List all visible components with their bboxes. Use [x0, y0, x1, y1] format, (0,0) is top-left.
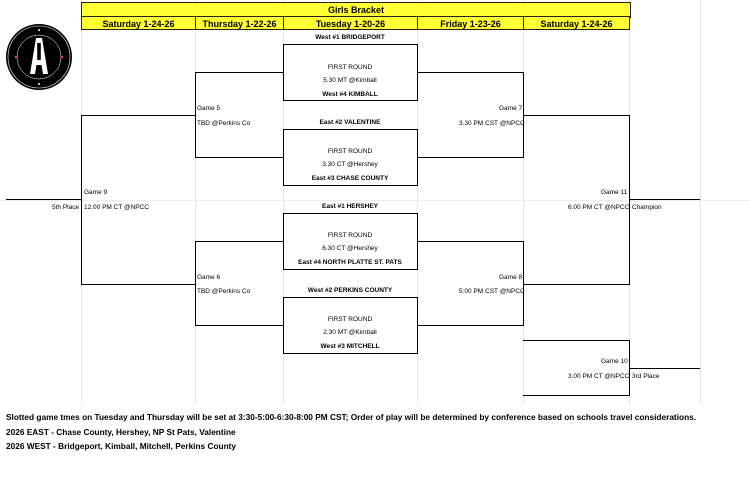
champion-label: Champion: [632, 204, 662, 211]
bracket-line: [283, 185, 417, 186]
team-east-2-valentine: East #2 VALENTINE: [319, 119, 381, 126]
day-header-col4: Friday 1-23-26: [417, 16, 524, 30]
bracket-line: [6, 199, 81, 200]
bracket-line: [195, 241, 283, 242]
game11-label: Game 11: [601, 189, 628, 196]
bracket-line: [417, 325, 523, 326]
day-header-col5: Saturday 1-24-26: [523, 16, 630, 30]
bracket-line: [417, 241, 523, 242]
round-label: FIRST ROUND: [327, 232, 373, 239]
gridline: [283, 0, 284, 405]
round-label: FIRST ROUND: [327, 316, 373, 323]
game11-info: 6.00 PM CT @NPCC: [568, 204, 630, 211]
game8-info: 5:00 PM CST @NPCC: [459, 288, 525, 295]
gridline: [0, 200, 750, 201]
bracket-line: [195, 157, 283, 158]
game5-info: TBD @Perkins Co: [197, 120, 251, 127]
bracket-line: [283, 44, 417, 45]
bracket-line: [283, 297, 417, 298]
fifth-place-label: 5th Place: [52, 204, 80, 211]
round-label: FIRST ROUND: [327, 64, 373, 71]
bracket-line: [283, 269, 417, 270]
team-west-4-kimball: West #4 KIMBALL: [322, 91, 378, 98]
bracket-line: [195, 325, 283, 326]
bracket-line: [523, 395, 629, 396]
game6-label: Game 6: [197, 274, 221, 281]
bracket-line: [629, 115, 630, 285]
third-place-label: 3rd Place: [632, 373, 660, 380]
bracket-line: [283, 129, 284, 186]
gridline: [417, 0, 418, 405]
team-east-1-hershey: East #1 HERSHEY: [322, 203, 378, 210]
gridline: [523, 0, 524, 405]
bracket-line: [523, 284, 629, 285]
bracket-line: [195, 72, 283, 73]
day-header-col2: Thursday 1-22-26: [195, 16, 284, 30]
game9-info: 12.00 PM CT @NPCC: [84, 204, 149, 211]
game-time: 5.30 MT @Kimball: [323, 77, 377, 84]
game7-info: 3.30 PM CST @NPCC: [459, 120, 525, 127]
game9-label: Game 9: [84, 189, 108, 196]
west-teams-note: 2026 WEST - Bridgeport, Kimball, Mitchel…: [6, 441, 237, 451]
bracket-line: [523, 115, 629, 116]
game7-label: Game 7: [499, 105, 523, 112]
game-time: 6.30 CT @Hershey: [322, 245, 378, 252]
gridline: [195, 0, 196, 405]
bracket-line: [283, 100, 417, 101]
bracket-line: [81, 115, 82, 285]
bracket-line: [283, 297, 284, 354]
bracket-line: [81, 115, 195, 116]
bracket-line: [629, 368, 700, 369]
game10-label: Game 10: [601, 358, 628, 365]
game6-info: TBD @Perkins Co: [197, 288, 251, 295]
gridline: [700, 0, 701, 405]
bracket-line: [195, 72, 196, 158]
bracket-line: [283, 44, 284, 101]
bracket-line: [283, 353, 417, 354]
game-time: 2.30 MT @Kimball: [323, 329, 377, 336]
game8-label: Game 8: [499, 274, 523, 281]
game5-label: Game 5: [197, 105, 221, 112]
team-east-4-north-platte-st-pats: East #4 NORTH PLATTE ST. PATS: [298, 259, 402, 266]
team-west-3-mitchell: West #3 MITCHELL: [320, 343, 380, 350]
bracket-line: [283, 129, 417, 130]
bracket-line: [523, 241, 524, 326]
team-east-3-chase-county: East #3 CHASE COUNTY: [311, 175, 389, 182]
team-west-2-perkins-county: West #2 PERKINS COUNTY: [307, 287, 393, 294]
day-header-col3: Tuesday 1-20-26: [283, 16, 418, 30]
round-label: FIRST ROUND: [327, 148, 373, 155]
bracket-line: [523, 340, 629, 341]
team-west-1-bridgeport: West #1 BRIDGEPORT: [315, 34, 385, 41]
day-header-col1: Saturday 1-24-26: [81, 16, 196, 30]
scheduling-note: Slotted game tmes on Tuesday and Thursda…: [6, 412, 697, 422]
bracket-line: [283, 213, 417, 214]
association-logo-icon: [6, 24, 72, 90]
game10-info: 3.00 PM CT @NPCC: [568, 373, 630, 380]
bracket-line: [417, 157, 523, 158]
bracket-line: [417, 72, 523, 73]
east-teams-note: 2026 EAST - Chase County, Hershey, NP St…: [6, 427, 236, 437]
bracket-line: [283, 213, 284, 270]
game-time: 3.30 CT @Hershey: [322, 161, 378, 168]
bracket-line: [629, 199, 700, 200]
bracket-line: [81, 284, 195, 285]
bracket-line: [195, 241, 196, 326]
